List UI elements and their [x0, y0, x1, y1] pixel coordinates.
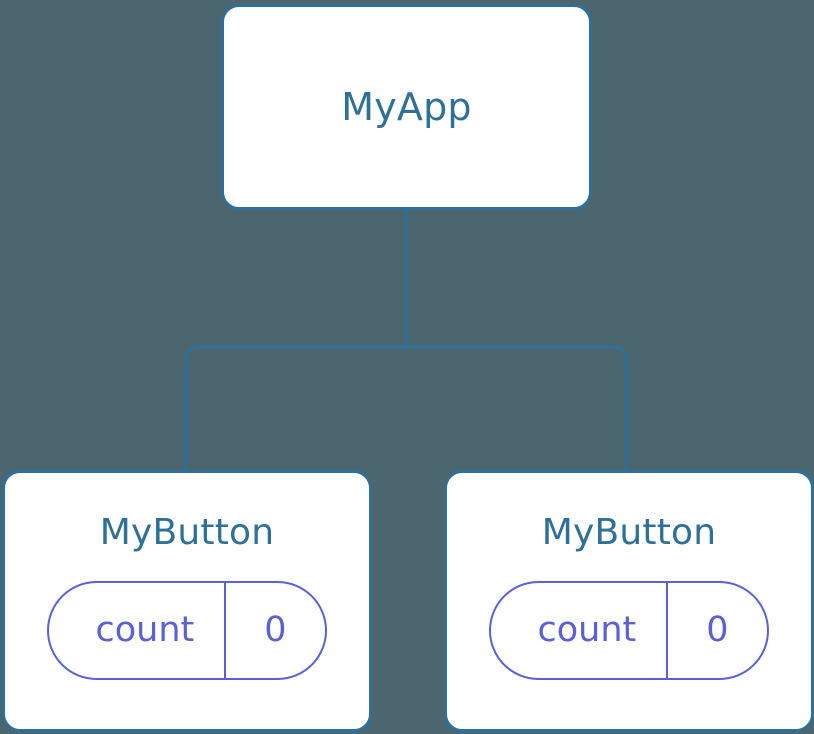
state-pill-count[interactable]: count 0 — [47, 581, 327, 680]
node-root-myapp[interactable]: MyApp — [221, 4, 592, 210]
node-child-mybutton-1[interactable]: MyButton count 0 — [2, 470, 372, 732]
state-pill-value: 0 — [224, 583, 324, 678]
state-pill-key: count — [95, 610, 195, 650]
node-child-mybutton-2[interactable]: MyButton count 0 — [444, 470, 814, 732]
node-child-title: MyButton — [541, 512, 717, 553]
connector-bus-right — [406, 345, 628, 470]
node-root-title: MyApp — [341, 85, 472, 129]
state-pill-value: 0 — [666, 583, 766, 678]
state-pill-key: count — [537, 610, 637, 650]
state-pill-count[interactable]: count 0 — [489, 581, 769, 680]
connector-bus-left — [184, 345, 407, 470]
node-child-title: MyButton — [99, 512, 275, 553]
